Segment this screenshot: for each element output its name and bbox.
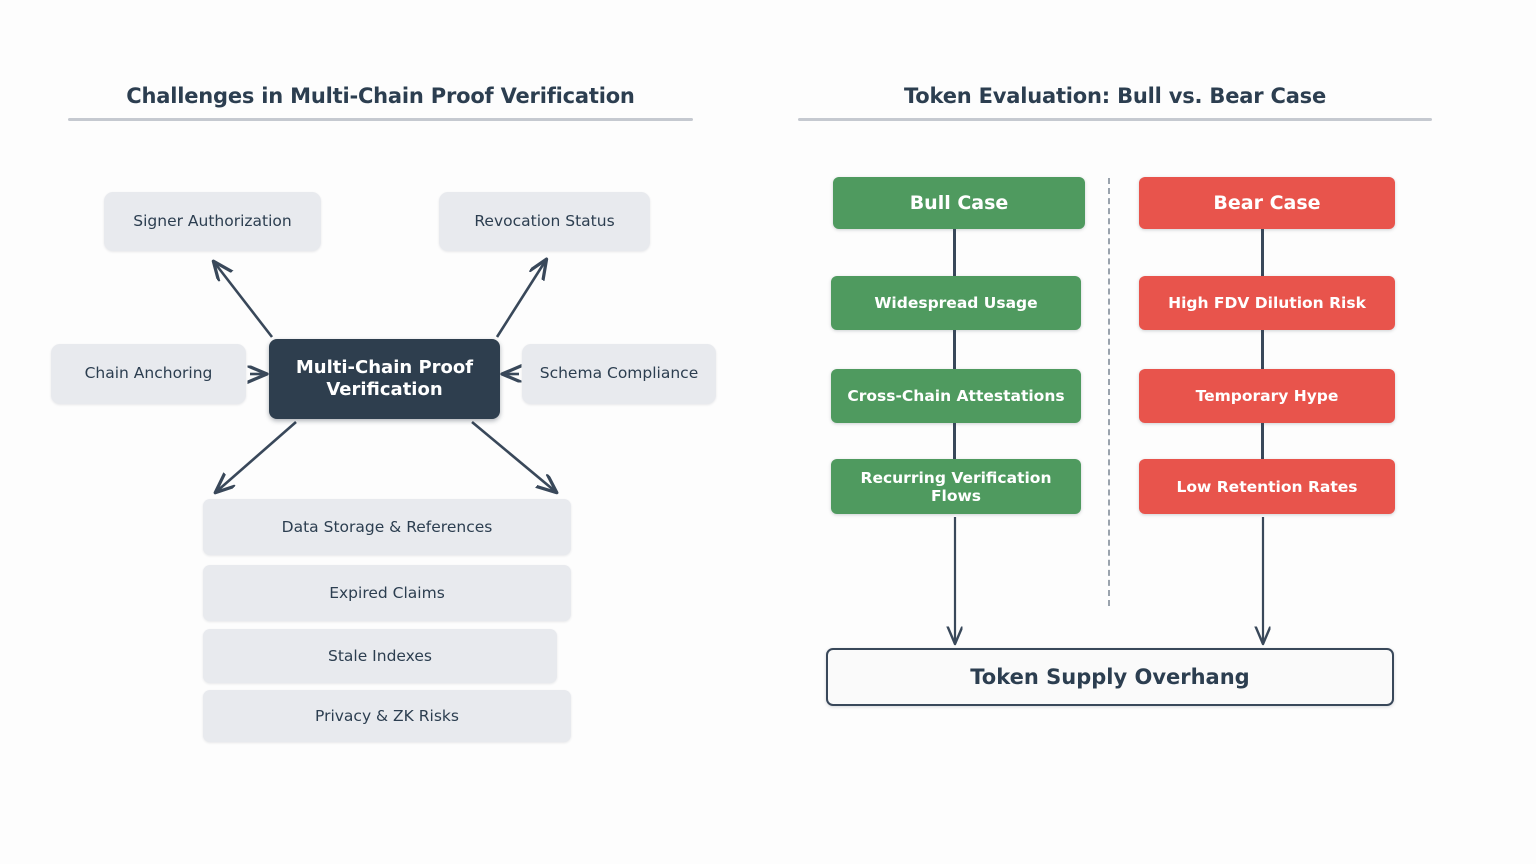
arrow-center-to-revocation-status bbox=[495, 260, 546, 338]
node-multi-chain-proof-verification[interactable]: Multi-Chain Proof Verification bbox=[269, 339, 500, 419]
bear-item-low-retention-rates[interactable]: Low Retention Rates bbox=[1139, 459, 1395, 514]
node-schema-compliance[interactable]: Schema Compliance bbox=[522, 344, 716, 404]
node-data-storage-references[interactable]: Data Storage & References bbox=[203, 499, 571, 555]
bull-item-recurring-verification-flows[interactable]: Recurring Verification Flows bbox=[831, 459, 1081, 514]
left-panel-title-rule bbox=[68, 118, 693, 121]
right-panel-title-rule bbox=[798, 118, 1432, 121]
node-signer-authorization[interactable]: Signer Authorization bbox=[104, 192, 321, 251]
bull-case-header[interactable]: Bull Case bbox=[833, 177, 1085, 229]
connector-bear-2 bbox=[1261, 330, 1264, 369]
column-divider bbox=[1108, 178, 1110, 606]
connector-bear-1 bbox=[1261, 229, 1264, 276]
node-revocation-status[interactable]: Revocation Status bbox=[439, 192, 650, 251]
node-privacy-zk-risks[interactable]: Privacy & ZK Risks bbox=[203, 690, 571, 742]
node-expired-claims[interactable]: Expired Claims bbox=[203, 565, 571, 621]
right-panel-title: Token Evaluation: Bull vs. Bear Case bbox=[903, 84, 1327, 108]
bear-item-high-fdv-dilution-risk[interactable]: High FDV Dilution Risk bbox=[1139, 276, 1395, 330]
node-chain-anchoring[interactable]: Chain Anchoring bbox=[51, 344, 246, 404]
arrow-center-to-stack-left bbox=[216, 421, 297, 492]
connector-bull-3 bbox=[953, 423, 956, 459]
bull-item-widespread-usage[interactable]: Widespread Usage bbox=[831, 276, 1081, 330]
left-panel-title: Challenges in Multi-Chain Proof Verifica… bbox=[126, 84, 635, 108]
bear-case-header[interactable]: Bear Case bbox=[1139, 177, 1395, 229]
bull-item-cross-chain-attestations[interactable]: Cross-Chain Attestations bbox=[831, 369, 1081, 423]
node-stale-indexes[interactable]: Stale Indexes bbox=[203, 629, 557, 683]
connector-bull-2 bbox=[953, 330, 956, 369]
bear-item-temporary-hype[interactable]: Temporary Hype bbox=[1139, 369, 1395, 423]
arrow-center-to-stack-right bbox=[471, 421, 556, 492]
outcome-token-supply-overhang[interactable]: Token Supply Overhang bbox=[826, 648, 1394, 706]
connector-bear-3 bbox=[1261, 423, 1264, 459]
arrow-center-to-signer-authorization bbox=[214, 262, 274, 338]
connector-bull-1 bbox=[953, 229, 956, 276]
